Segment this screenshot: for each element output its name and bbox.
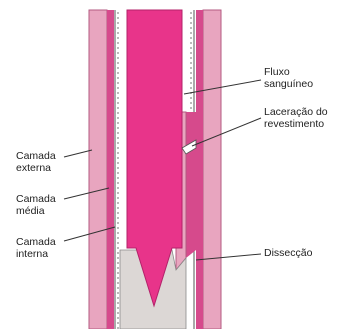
label-disseccao: Dissecção: [264, 247, 312, 259]
label-camada-interna: Camada interna: [16, 236, 56, 260]
label-fluxo-line-2: sanguíneo: [264, 78, 313, 90]
left-middle-layer: [107, 10, 114, 329]
label-laceracao-revestimento: Laceração do revestimento: [264, 106, 328, 130]
label-externa-line-1: Camada: [16, 150, 56, 162]
label-media-line-1: Camada: [16, 193, 56, 205]
right-middle-layer: [196, 10, 203, 329]
right-outer-layer: [203, 10, 221, 329]
label-laceracao-line-1: Laceração do: [264, 106, 328, 118]
label-media-line-2: média: [16, 205, 56, 217]
leader-fluxo: [184, 80, 261, 94]
left-vessel-wall: [89, 10, 118, 329]
label-fluxo-sanguineo: Fluxo sanguíneo: [264, 66, 313, 90]
label-fluxo-line-1: Fluxo: [264, 66, 313, 78]
false-lumen: [186, 112, 196, 258]
label-interna-line-2: interna: [16, 248, 56, 260]
leader-externa: [64, 150, 92, 157]
label-disseccao-line-1: Dissecção: [264, 247, 312, 259]
label-laceracao-line-2: revestimento: [264, 118, 328, 130]
label-camada-externa: Camada externa: [16, 150, 56, 174]
label-camada-media: Camada média: [16, 193, 56, 217]
label-externa-line-2: externa: [16, 162, 56, 174]
label-interna-line-1: Camada: [16, 236, 56, 248]
left-outer-layer: [89, 10, 107, 329]
